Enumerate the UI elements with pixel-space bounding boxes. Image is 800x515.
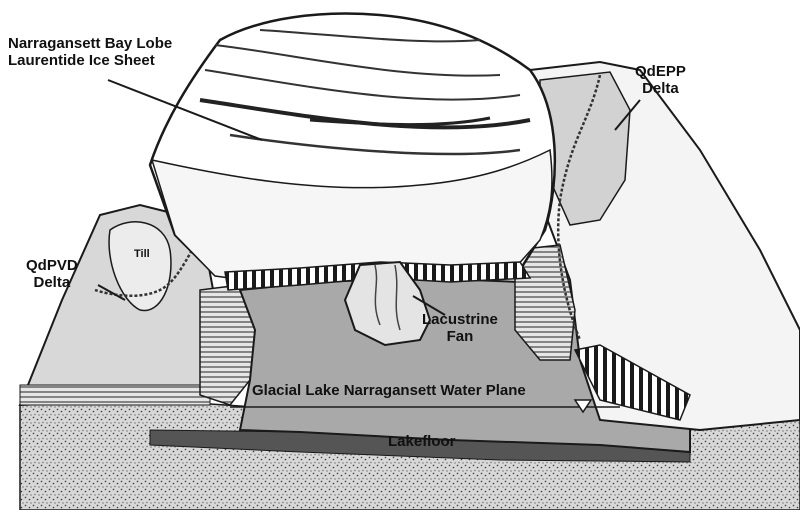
- lakefloor-label: Lakefloor: [388, 434, 456, 451]
- qdpvd-label-line1: QdPVD: [26, 258, 78, 275]
- water-plane-label: Glacial Lake Narragansett Water Plane: [252, 383, 526, 400]
- fan-label-line1: Lacustrine: [422, 312, 498, 329]
- qdepp-label-line2: Delta: [635, 81, 686, 98]
- ice-sheet-label-line1: Narragansett Bay Lobe: [8, 36, 172, 53]
- qdepp-label-line1: QdEPP: [635, 64, 686, 81]
- fan-label-line2: Fan: [422, 329, 498, 346]
- lacustrine-fan-label: Lacustrine Fan: [422, 312, 498, 345]
- qdpvd-delta-layers: [20, 385, 210, 405]
- qdpvd-delta-label: QdPVD Delta: [26, 258, 78, 291]
- qdpvd-label-line2: Delta: [26, 275, 78, 292]
- ice-sheet-label: Narragansett Bay Lobe Laurentide Ice She…: [8, 36, 172, 69]
- ice-sheet-label-line2: Laurentide Ice Sheet: [8, 53, 172, 70]
- till-label: Till: [134, 248, 150, 260]
- qdepp-delta-label: QdEPP Delta: [635, 64, 686, 97]
